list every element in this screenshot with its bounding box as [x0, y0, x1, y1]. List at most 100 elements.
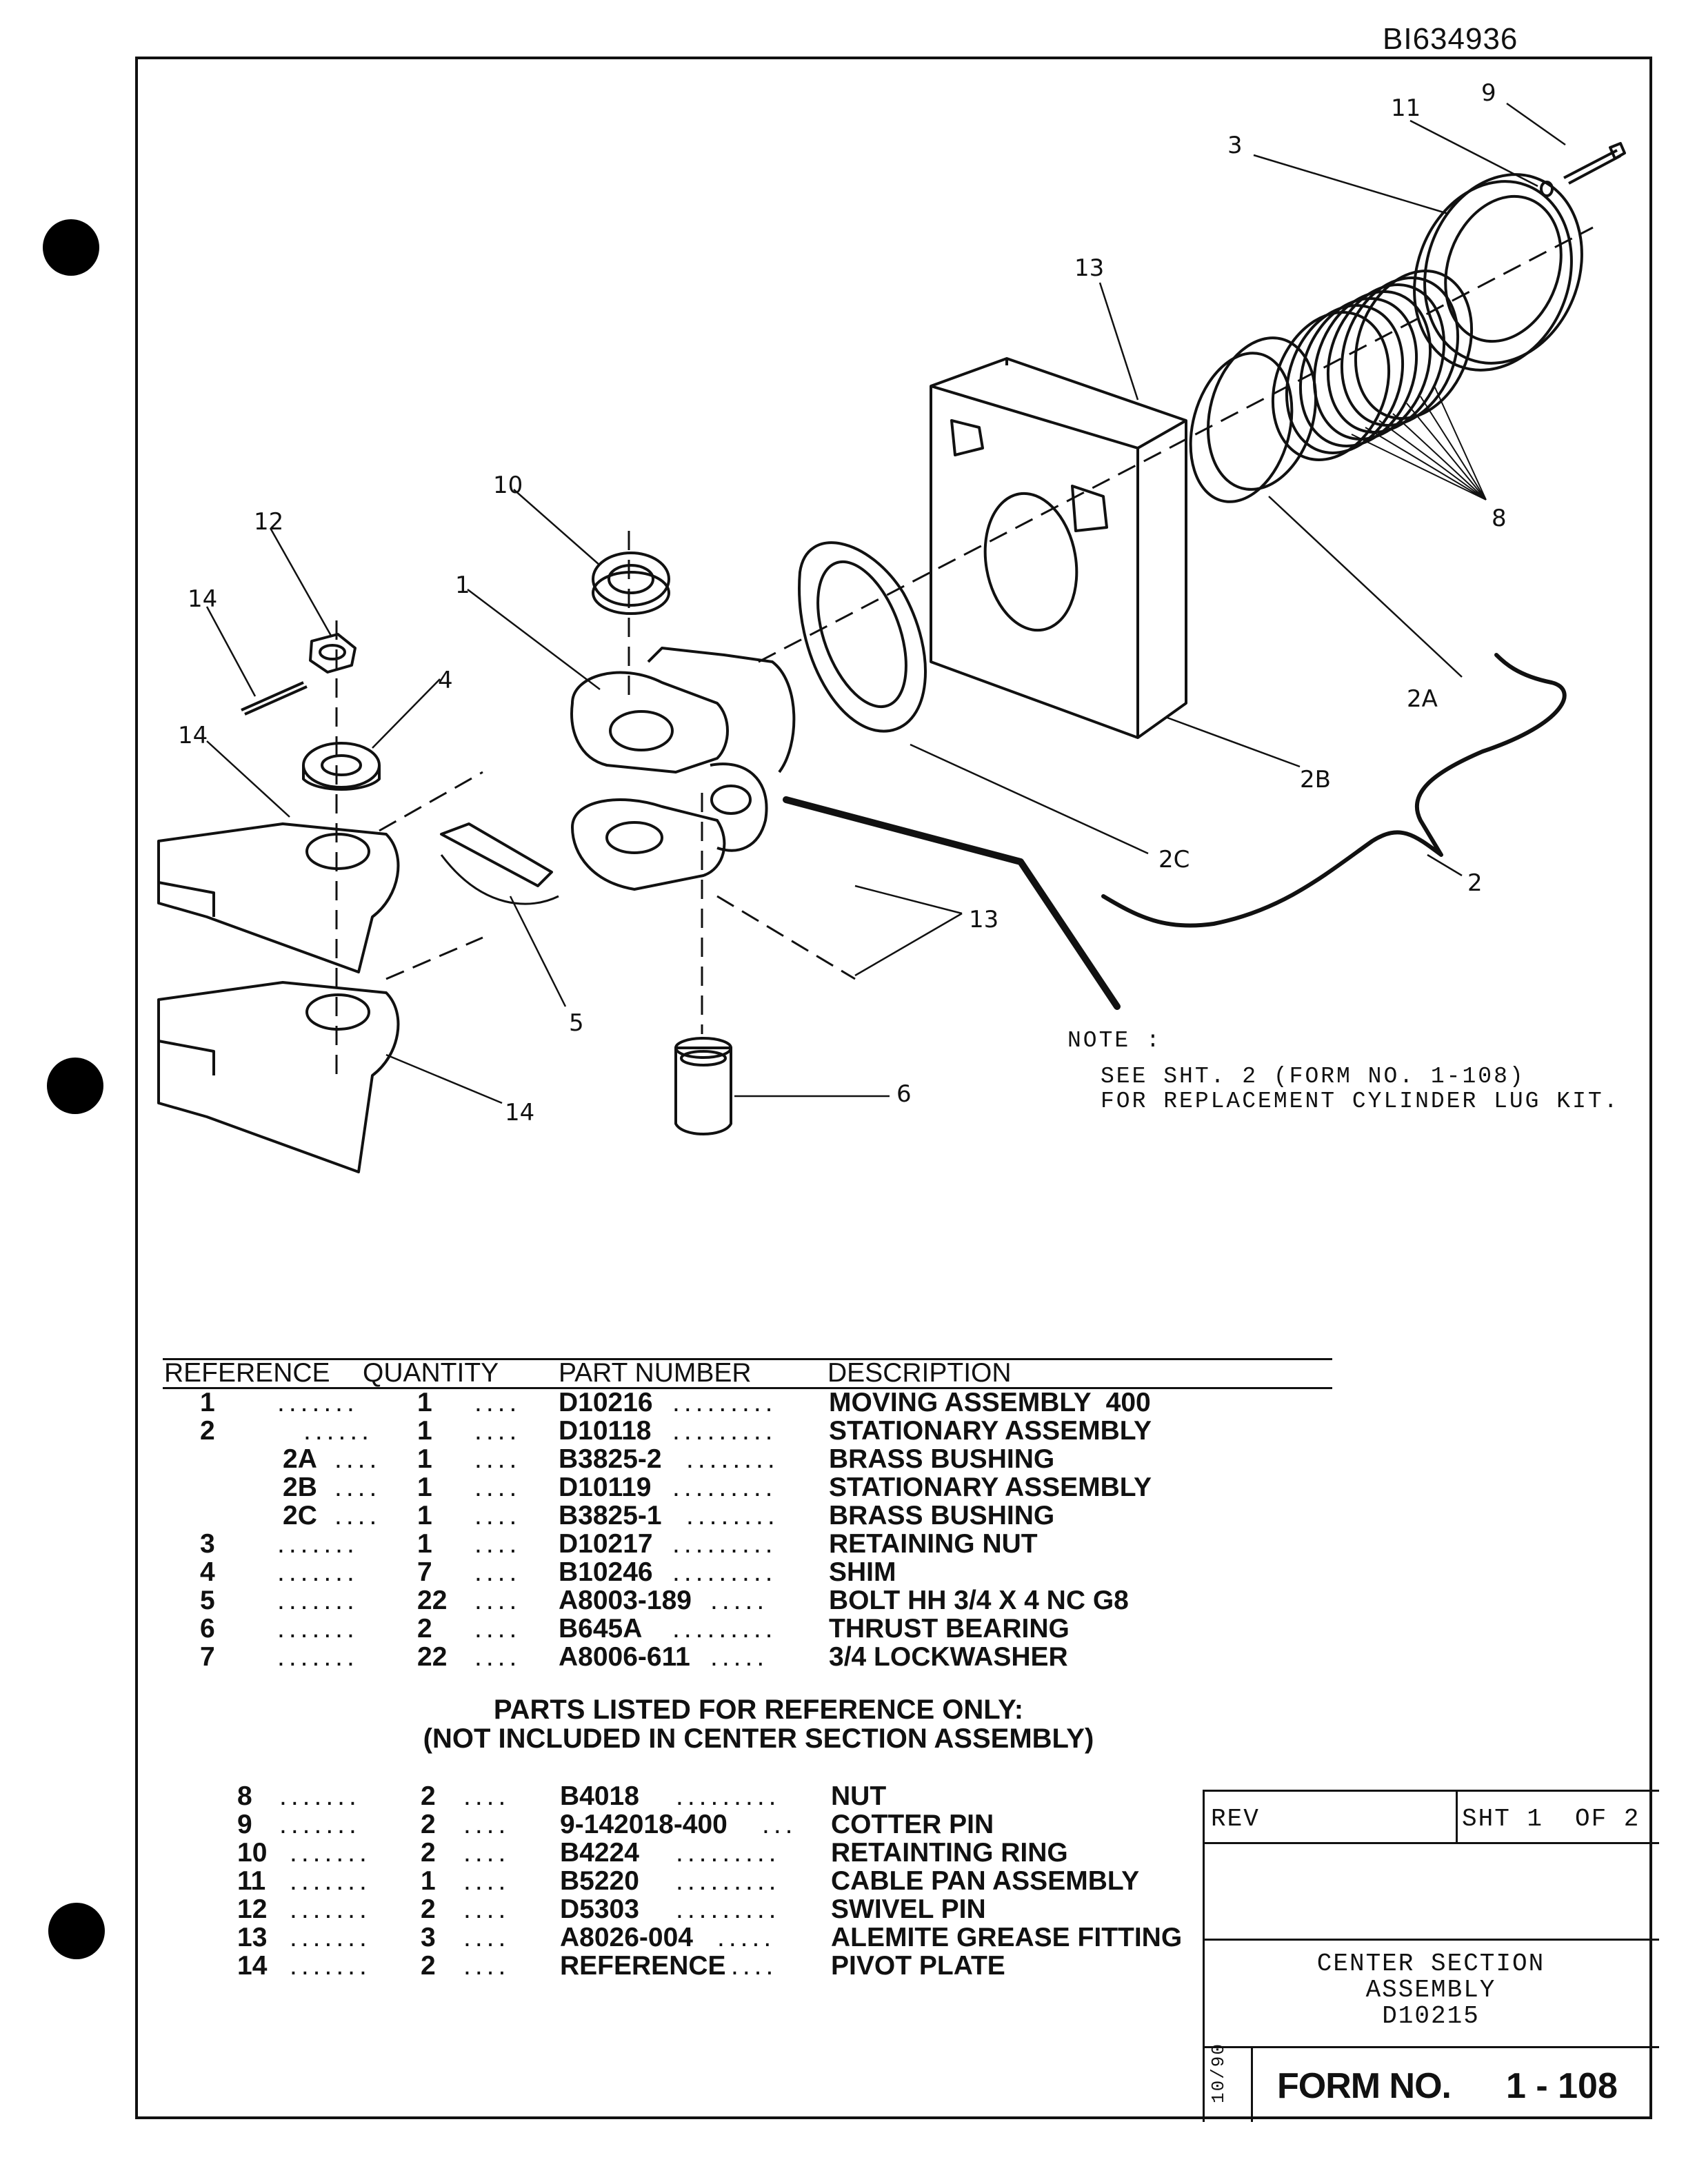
leader-dots: .........	[672, 1557, 777, 1587]
table-row: 10 ....... 2 .... B4224 ......... RETAIN…	[0, 1838, 1310, 1868]
divider	[1251, 2046, 1253, 2122]
row-ref: 14	[237, 1951, 268, 1981]
row-desc: THRUST BEARING	[829, 1614, 1070, 1644]
leader-dots: ...	[762, 1810, 797, 1839]
table-row: 2C .... 1 .... B3825-1 ........ BRASS BU…	[0, 1501, 1310, 1530]
leader-dots: ....	[474, 1501, 521, 1530]
note-line-2: FOR REPLACEMENT CYLINDER LUG KIT.	[1101, 1089, 1620, 1114]
row-qty: 2	[421, 1838, 436, 1868]
row-part: B4018	[560, 1781, 639, 1811]
row-ref: 2A	[283, 1444, 317, 1474]
row-part: D10216	[559, 1388, 653, 1417]
callout-4: 8	[1492, 505, 1507, 532]
row-desc: STATIONARY ASSEMBLY	[829, 1416, 1152, 1446]
callout-2: 2	[1467, 869, 1483, 897]
leader-dots: .....	[710, 1642, 769, 1672]
row-ref: 7	[200, 1642, 215, 1672]
leader-dots: ....	[474, 1473, 521, 1502]
revision-date: 10/90	[1208, 2042, 1229, 2103]
row-qty: 1	[417, 1444, 432, 1474]
table-row: 11 ....... 1 .... B5220 ......... CABLE …	[0, 1866, 1310, 1896]
row-ref: 11	[237, 1866, 266, 1896]
row-ref: 10	[237, 1838, 268, 1868]
sheet-of-label: OF 2	[1575, 1805, 1640, 1833]
title-block: REV SHT 1 OF 2 CENTER SECTION ASSEMBLY D…	[1203, 1790, 1659, 2122]
table-row: 2B .... 1 .... D10119 ......... STATIONA…	[0, 1473, 1310, 1502]
leader-dots: .......	[277, 1557, 359, 1587]
leader-dots: ....	[474, 1529, 521, 1559]
row-qty: 2	[421, 1781, 436, 1811]
parts-table-reference: 8 ....... 2 .... B4018 ......... NUT 9 .…	[0, 1781, 1207, 1988]
table-row: 3 ....... 1 .... D10217 ......... RETAIN…	[0, 1529, 1310, 1559]
leader-dots: ....	[334, 1473, 381, 1502]
binder-hole	[48, 1903, 105, 1959]
row-qty: 2	[421, 1894, 436, 1924]
drawing-title-line-2: ASSEMBLY	[1365, 1976, 1496, 2004]
row-ref: 2B	[283, 1473, 317, 1502]
row-qty: 22	[417, 1586, 448, 1615]
callout-1: 1	[455, 572, 470, 599]
row-ref: 1	[200, 1388, 215, 1417]
table-row: 2A .... 1 .... B3825-2 ........ BRASS BU…	[0, 1444, 1310, 1474]
leader-dots: .........	[672, 1388, 777, 1417]
row-ref: 4	[200, 1557, 215, 1587]
row-qty: 1	[417, 1529, 432, 1559]
callout-13: 13	[1074, 254, 1104, 282]
row-desc: BRASS BUSHING	[829, 1444, 1055, 1474]
leader-dots: .......	[277, 1388, 359, 1417]
row-desc: CABLE PAN ASSEMBLY	[831, 1866, 1140, 1896]
callout-10: 4	[438, 667, 453, 694]
row-part: B645A	[559, 1614, 643, 1644]
divider	[1203, 1790, 1205, 2122]
callout-11: 5	[569, 1009, 584, 1037]
table-row: 14 ....... 2 .... REFERENCE .... PIVOT P…	[0, 1951, 1310, 1981]
leader-dots: .......	[277, 1614, 359, 1644]
note-heading: NOTE :	[1067, 1028, 1162, 1053]
table-row: 9 ....... 2 .... 9-142018-400 ... COTTER…	[0, 1810, 1310, 1839]
table-row: 1 ....... 1 .... D10216 ......... MOVING…	[0, 1388, 1310, 1417]
leader-dots: .......	[290, 1866, 371, 1896]
divider	[1203, 1790, 1659, 1792]
row-part: A8003-189	[559, 1586, 692, 1615]
leader-dots: ....	[463, 1894, 510, 1924]
form-label: FORM NO.	[1277, 2066, 1452, 2106]
divider	[1203, 1842, 1659, 1844]
sheet-label: SHT 1	[1462, 1805, 1544, 1833]
row-ref: 13	[237, 1923, 268, 1952]
leader-dots: ......	[303, 1416, 374, 1446]
leader-dots: .........	[672, 1473, 777, 1502]
leader-dots: .........	[672, 1416, 777, 1446]
callout-2C: 2C	[1158, 846, 1190, 873]
row-desc: STATIONARY ASSEMBLY	[829, 1473, 1152, 1502]
leader-dots: ........	[686, 1444, 779, 1474]
row-desc: BRASS BUSHING	[829, 1501, 1055, 1530]
leader-dots: .......	[279, 1781, 361, 1811]
callout-6: 10	[493, 472, 523, 499]
row-desc: RETAINING NUT	[829, 1529, 1038, 1559]
row-part: B3825-2	[559, 1444, 662, 1474]
leader-dots: .......	[290, 1923, 371, 1952]
row-part: D5303	[560, 1894, 639, 1924]
leader-dots: .......	[290, 1894, 371, 1924]
leader-dots: ....	[474, 1557, 521, 1587]
row-qty: 1	[421, 1866, 436, 1896]
row-part: B5220	[560, 1866, 639, 1896]
callout-7: 11	[1391, 94, 1421, 122]
header-reference: REFERENCE	[164, 1358, 330, 1388]
leader-dots: .........	[672, 1614, 777, 1644]
leader-dots: ....	[474, 1388, 521, 1417]
leader-dots: ....	[463, 1951, 510, 1981]
table-row: 13 ....... 3 .... A8026-004 ..... ALEMIT…	[0, 1923, 1310, 1952]
table-top-rule	[163, 1358, 1332, 1360]
leader-dots: .......	[277, 1586, 359, 1615]
leader-dots: ....	[463, 1781, 510, 1811]
leader-dots: ....	[474, 1642, 521, 1672]
binder-hole	[43, 219, 99, 276]
row-part: B4224	[560, 1838, 639, 1868]
binder-hole	[47, 1058, 103, 1114]
row-qty: 2	[417, 1614, 432, 1644]
row-desc: SHIM	[829, 1557, 896, 1587]
leader-dots: .....	[717, 1923, 776, 1952]
leader-dots: ....	[474, 1614, 521, 1644]
leader-dots: ....	[474, 1444, 521, 1474]
